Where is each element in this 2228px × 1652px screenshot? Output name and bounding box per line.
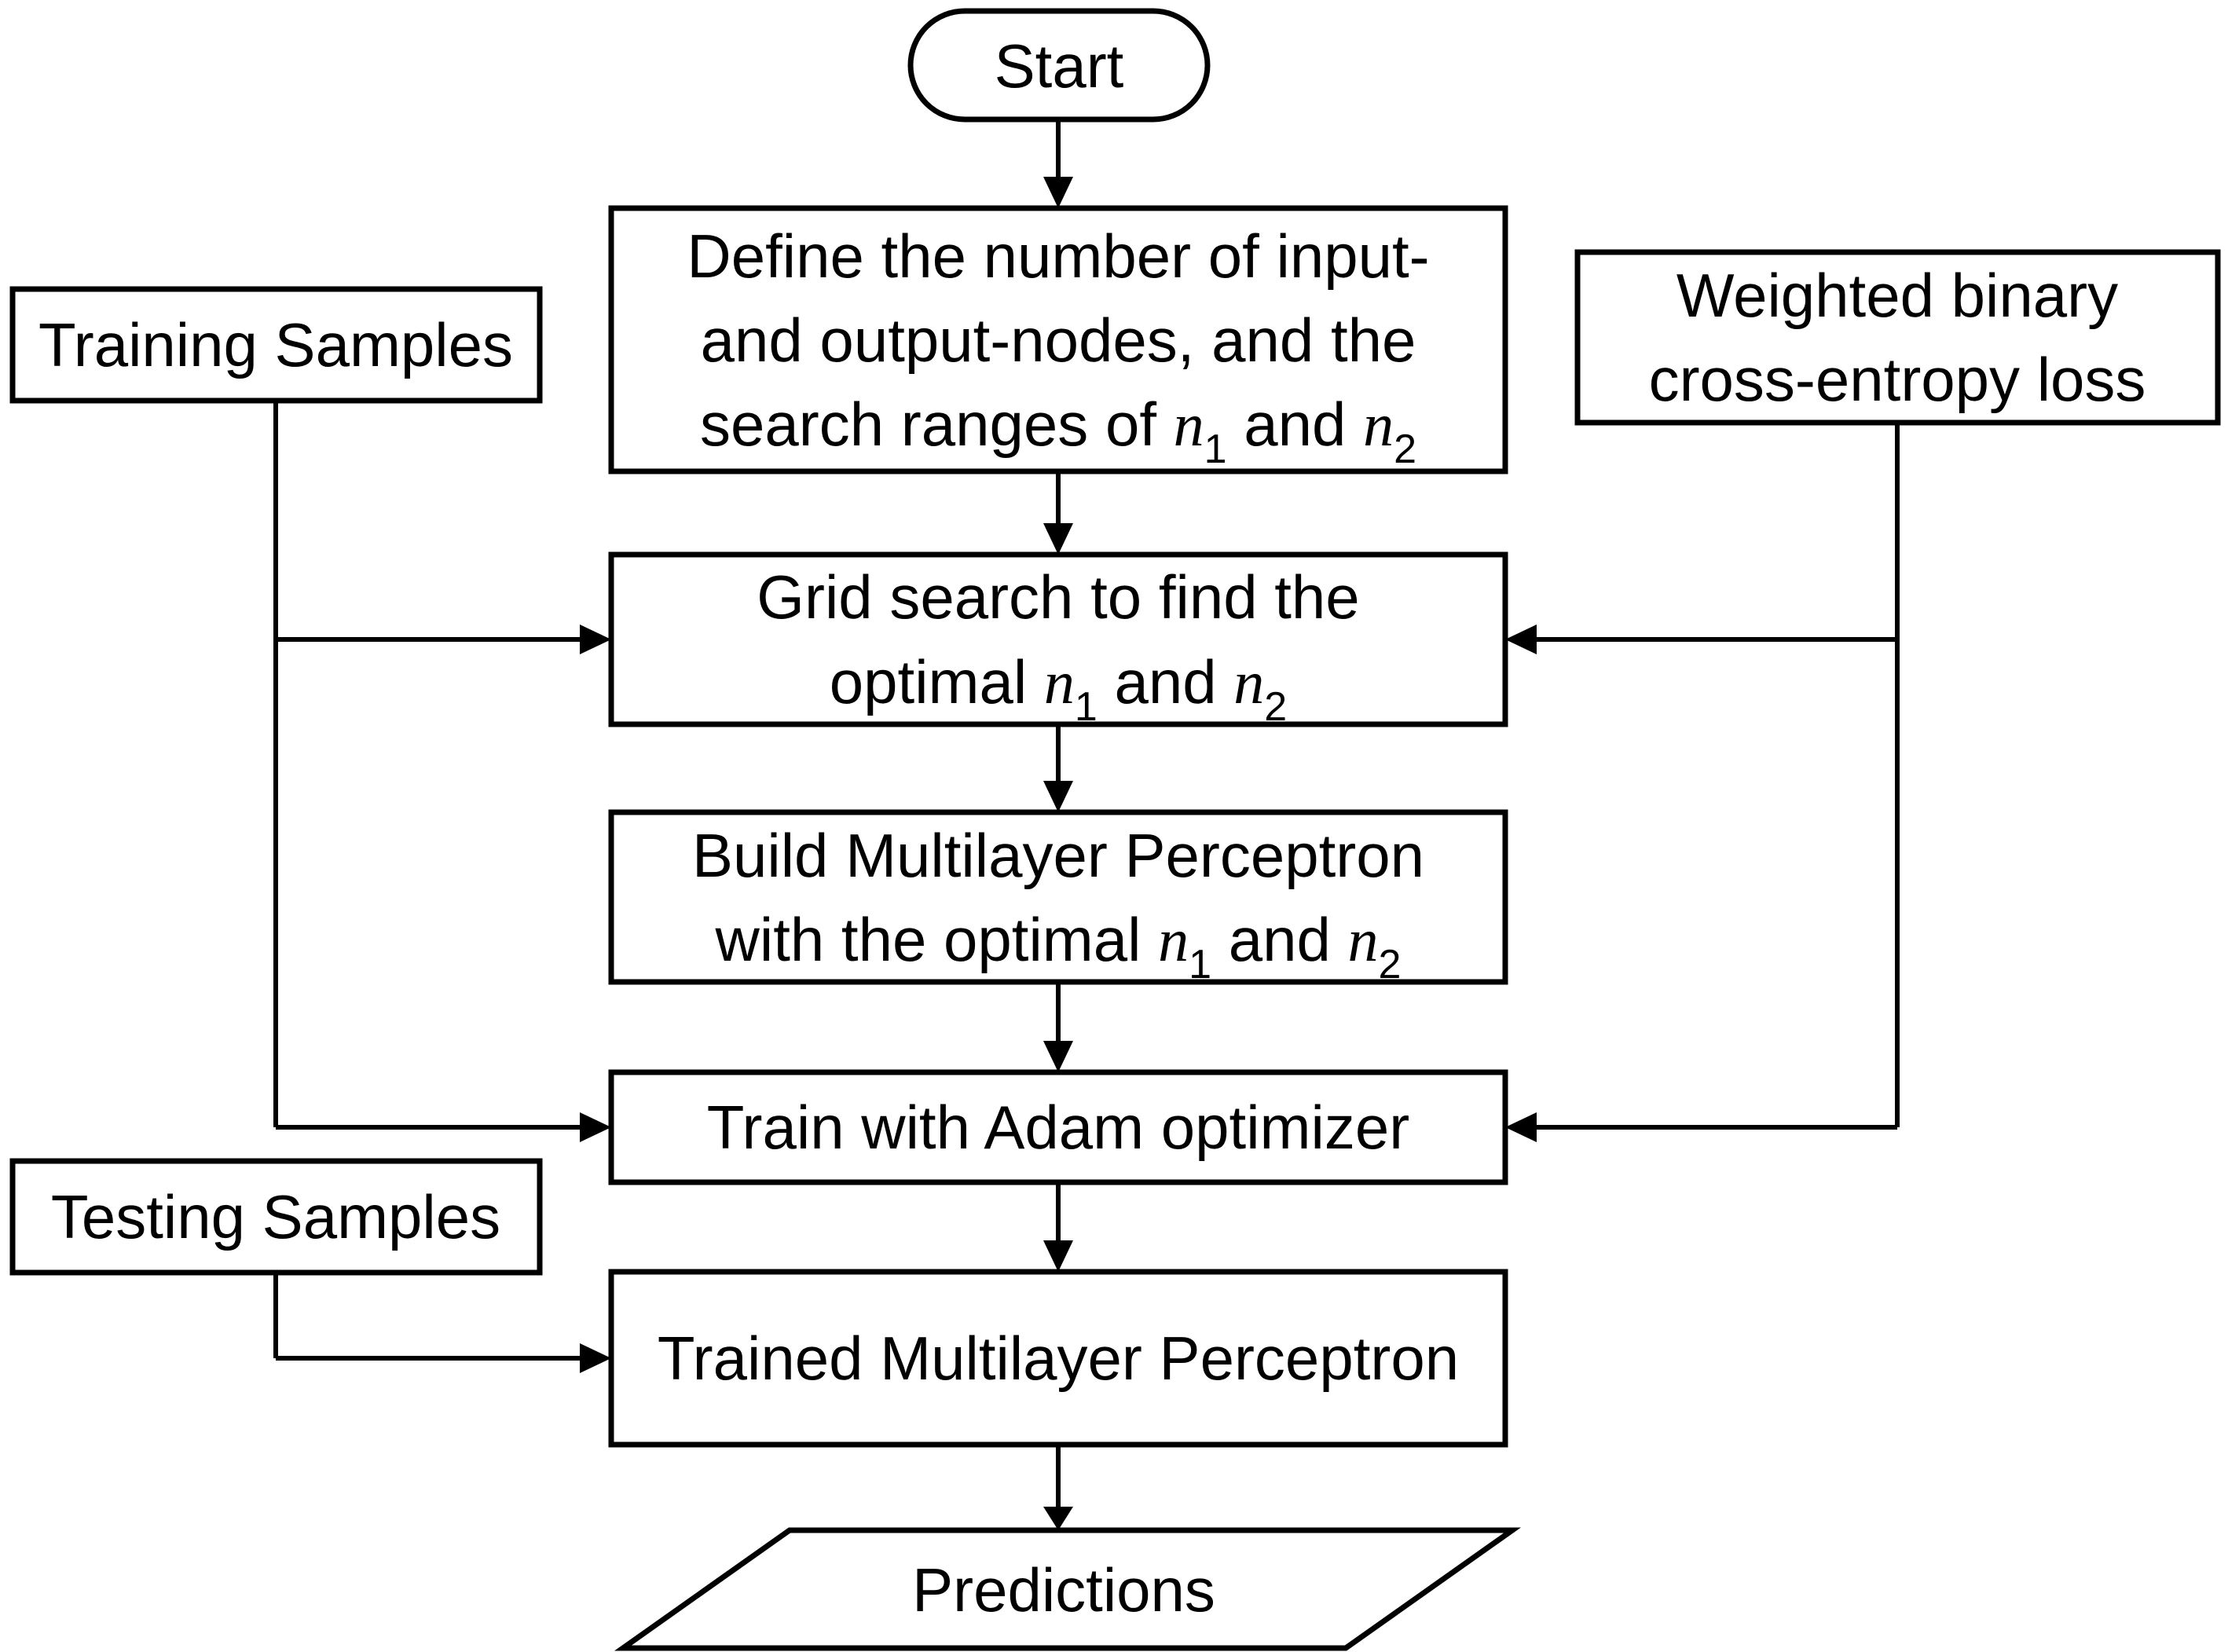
arrow-build-to-train	[1043, 982, 1073, 1072]
build-mlp-label-line2: with the optimal n1 and n2	[715, 905, 1402, 987]
arrow-head	[1043, 1507, 1073, 1530]
weighted-loss-label-line1: Weighted binary	[1676, 261, 2118, 330]
grid-search-label-line1: Grid search to find the	[757, 562, 1359, 632]
arrow-weighted-loss-to-grid-search	[1505, 625, 1897, 654]
define-process-shape	[608, 205, 1508, 474]
arrow-head	[1043, 523, 1073, 555]
train-node: Train with Adam optimizer	[608, 1069, 1508, 1185]
arrow-train-to-trained	[1043, 1182, 1073, 1272]
grid-search-label-line2: optimal n1 and n2	[830, 647, 1287, 730]
start-label: Start	[995, 31, 1124, 101]
train-process-shape	[608, 1069, 1508, 1185]
arrow-head	[580, 1343, 611, 1373]
trained-mlp-process-shape	[608, 1269, 1508, 1448]
start-terminator-shape	[907, 8, 1211, 123]
trained-mlp-node: Trained Multilayer Perceptron	[608, 1269, 1508, 1448]
weighted-loss-label-line2: cross-entropy loss	[1649, 345, 2146, 414]
grid-search-process-shape	[608, 551, 1508, 727]
weighted-loss-node: Weighted binary cross-entropy loss	[1574, 249, 2221, 426]
arrow-grid-search-to-build	[1043, 724, 1073, 812]
build-mlp-process-shape	[608, 809, 1508, 985]
build-mlp-node: Build Multilayer Perceptron with the opt…	[608, 809, 1508, 987]
testing-samples-process-shape	[9, 1158, 543, 1276]
arrow-head	[1043, 1240, 1073, 1272]
build-mlp-label-line1: Build Multilayer Perceptron	[692, 821, 1424, 890]
arrow-start-to-define	[1043, 119, 1073, 208]
arrow-testing-samples-to-trained	[276, 1343, 611, 1373]
arrow-define-to-grid-search	[1043, 471, 1073, 555]
arrow-head	[580, 1112, 611, 1142]
arrow-training-samples-to-train	[276, 1112, 611, 1142]
predictions-node: Predictions	[614, 1527, 1522, 1651]
define-label-line2: and output-nodes, and the	[701, 306, 1416, 375]
arrow-head	[1043, 177, 1073, 208]
start-node: Start	[907, 8, 1211, 123]
training-samples-node: Training Samples	[9, 286, 543, 404]
arrow-weighted-loss-to-train	[1505, 1112, 1897, 1142]
train-label: Train with Adam optimizer	[707, 1093, 1409, 1162]
arrow-head	[1043, 781, 1073, 812]
training-samples-label: Training Samples	[38, 310, 513, 379]
arrow-head	[1505, 1112, 1537, 1142]
arrow-training-samples-to-grid-search	[276, 625, 611, 654]
arrow-head	[580, 625, 611, 654]
arrow-head	[1043, 1041, 1073, 1072]
predictions-parallelogram-shape	[614, 1527, 1522, 1651]
arrow-head	[1505, 625, 1537, 654]
predictions-label: Predictions	[912, 1555, 1215, 1625]
grid-search-node: Grid search to find the optimal n1 and n…	[608, 551, 1508, 730]
define-label-line1: Define the number of input-	[687, 222, 1429, 291]
testing-samples-node: Testing Samples	[9, 1158, 543, 1276]
trained-mlp-label: Trained Multilayer Perceptron	[658, 1324, 1459, 1393]
define-node: Define the number of input- and output-n…	[608, 205, 1508, 474]
define-label-line3: search ranges of n1 and n2	[700, 390, 1416, 472]
testing-samples-label: Testing Samples	[51, 1182, 500, 1251]
training-samples-process-shape	[9, 286, 543, 404]
arrow-trained-to-predictions	[1043, 1445, 1073, 1530]
weighted-loss-process-shape	[1574, 249, 2221, 426]
